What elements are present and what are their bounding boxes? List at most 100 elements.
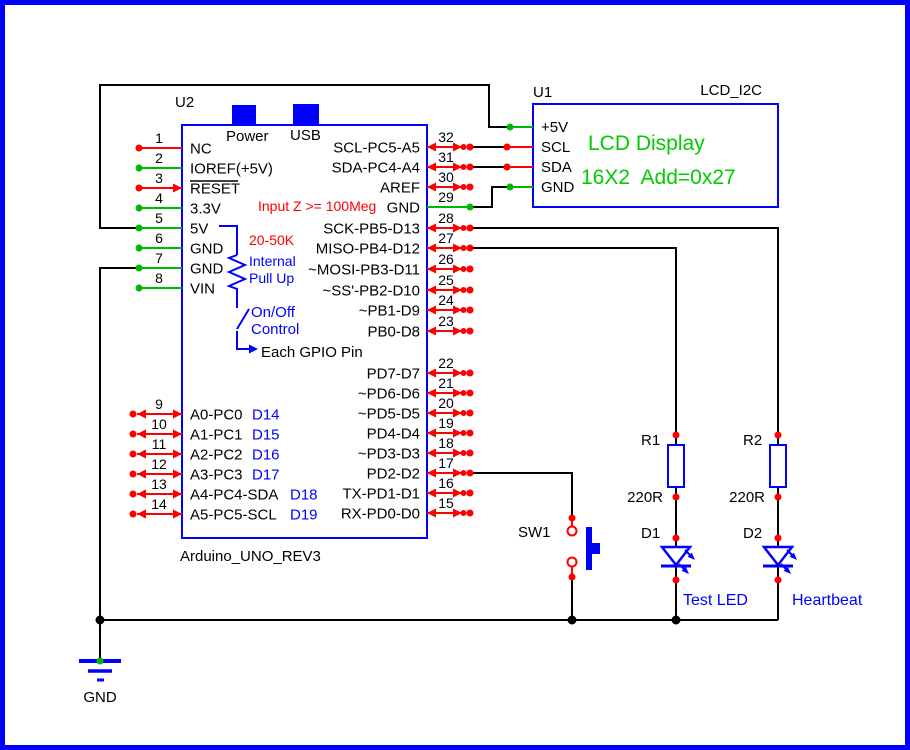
pin-label: 3.3V: [190, 201, 221, 218]
u2-digital-pins: 22PD7-D721~PD6-D620~PD5-D519PD4-D418~PD3…: [341, 355, 474, 523]
u2-right-pins: 32SCL-PC5-A531SDA-PC4-A430AREF29GND28SCK…: [308, 129, 474, 341]
switch-sw1-symbol: [566, 514, 600, 581]
pin-label: SCL-PC5-A5: [333, 140, 420, 157]
lcd-pin-gnd: GND: [541, 179, 575, 196]
lcd-pin-stubs: [503, 123, 533, 191]
pin-number: 31: [438, 149, 454, 165]
pin-label: RESET: [190, 181, 240, 198]
pin-label: SDA-PC4-A4: [332, 160, 420, 177]
pin-number: 25: [438, 272, 454, 288]
pin-label: AREF: [380, 180, 420, 197]
pin-label: PD4-D4: [367, 426, 420, 443]
pin-label: PD7-D7: [367, 366, 420, 383]
pin-label: A2-PC2: [190, 447, 243, 464]
sw1-ref-label: SW1: [518, 524, 551, 541]
pin-label: A3-PC3: [190, 467, 243, 484]
ground-symbol: [79, 657, 121, 682]
resistor-r1-symbol: [667, 431, 685, 501]
pin-number: 12: [151, 456, 167, 472]
u2-pin-26: 26~MOSI-PB3-D11: [308, 251, 474, 279]
pin-label: A1-PC1: [190, 427, 243, 444]
d2-ref-label: D2: [743, 525, 762, 542]
pin-label: ~PD3-D3: [358, 446, 420, 463]
pin-label: ~PB1-D9: [359, 303, 420, 320]
gpio-arrow-icon: [249, 344, 258, 354]
lcd-pin-sda: SDA: [541, 159, 572, 176]
d1-function-label: Test LED: [683, 592, 748, 609]
d1-ref-label: D1: [641, 525, 660, 542]
led-d1-symbol: [659, 534, 695, 584]
lcd-display-line1: LCD Display: [588, 132, 705, 155]
pullup-note-line1: Internal: [249, 253, 296, 269]
lcd-pin-scl: SCL: [541, 139, 570, 156]
pin-number: 26: [438, 251, 454, 267]
u2-pin-20: 20~PD5-D5: [358, 395, 474, 423]
u2-pin-18: 18~PD3-D3: [358, 435, 474, 463]
pin-number: 2: [155, 150, 163, 166]
pin-number: 17: [438, 455, 454, 471]
pin-number: 29: [438, 189, 454, 205]
pin-number: 7: [155, 250, 163, 266]
pin-dlabel: D19: [290, 507, 318, 524]
u2-pin-21: 21~PD6-D6: [358, 375, 474, 403]
pin-number: 20: [438, 395, 454, 411]
pin-dlabel: D16: [252, 447, 280, 464]
pin-label: SCK-PB5-D13: [323, 221, 420, 238]
pin-label: TX-PD1-D1: [342, 486, 420, 503]
pin-dlabel: D15: [252, 427, 280, 444]
r2-ref-label: R2: [743, 432, 762, 449]
switch-note-line2: Control: [251, 321, 299, 338]
pin-label: ~SS'-PB2-D10: [323, 283, 421, 300]
led-d2-symbol: [761, 534, 797, 584]
gpio-note: Each GPIO Pin: [261, 344, 363, 361]
pin-number: 16: [438, 475, 454, 491]
pin-number: 9: [155, 396, 163, 412]
pin-number: 1: [155, 130, 163, 146]
pin-label: GND: [387, 200, 421, 217]
pin-number: 23: [438, 313, 454, 329]
u2-pin-5: 55V: [135, 210, 208, 238]
pin-number: 24: [438, 292, 454, 308]
pin-label: A5-PC5-SCL: [190, 507, 277, 524]
pullup-note-line2: Pull Up: [249, 270, 294, 286]
u2-pin-24: 24 ~PB1-D9: [359, 292, 474, 320]
power-label: Power: [226, 128, 269, 145]
pin-label: RX-PD0-D0: [341, 506, 420, 523]
switch-note-line1: On/Off: [251, 304, 296, 321]
lcd-display-line2: 16X2 Add=0x27: [581, 166, 736, 189]
lcd-box: [532, 103, 779, 208]
pin-number: 32: [438, 129, 454, 145]
pin-number: 21: [438, 375, 454, 391]
pin-number: 6: [155, 230, 163, 246]
pin-dlabel: D17: [252, 467, 280, 484]
pin-label: MISO-PB4-D12: [316, 241, 420, 258]
input-impedance-note: Input Z >= 100Meg: [258, 198, 376, 214]
pin-label: 5V: [190, 221, 208, 238]
lcd-pin-5v: +5V: [541, 119, 568, 136]
pin-label: PD2-D2: [367, 466, 420, 483]
usb-connector: [293, 104, 319, 125]
u2-pin-1: 1NC: [135, 130, 212, 158]
pin-number: 3: [155, 170, 163, 186]
pin-number: 19: [438, 415, 454, 431]
